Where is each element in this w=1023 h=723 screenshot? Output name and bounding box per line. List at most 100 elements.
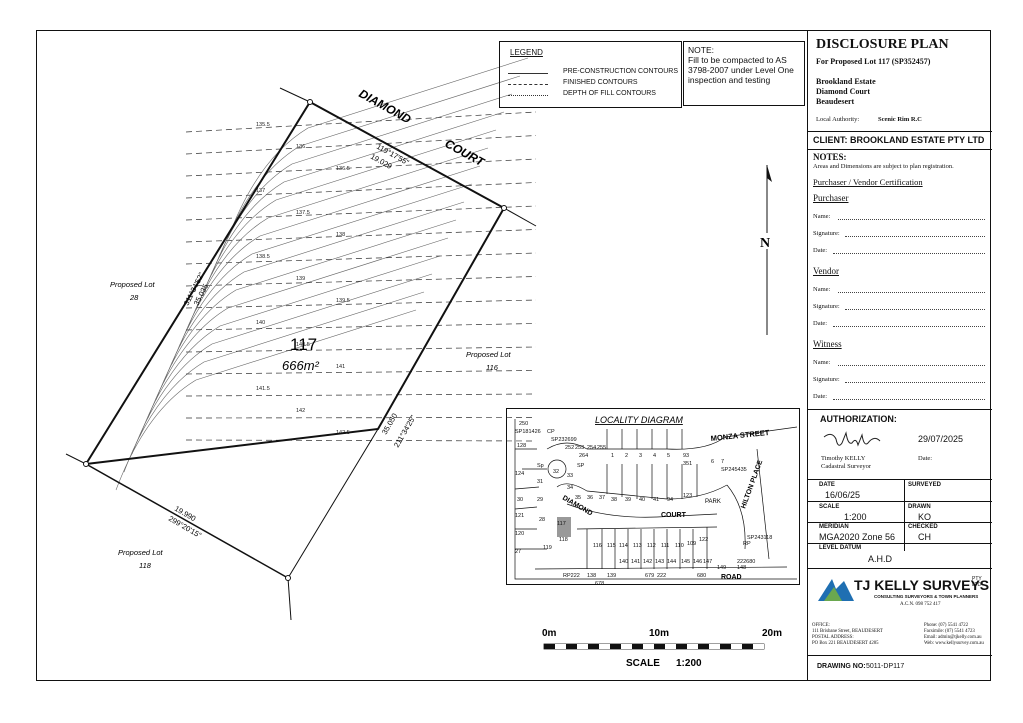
legend-row-pre: PRE-CONSTRUCTION CONTOURS: [508, 68, 678, 78]
locality-lot-label: 1: [611, 453, 614, 459]
locality-lot-label: 144: [667, 559, 676, 565]
locality-lot-label: 250: [519, 421, 528, 427]
date-cell-label: DATE: [819, 482, 835, 488]
locality-lot-label: 110: [675, 543, 684, 549]
scale-segment: [698, 644, 709, 649]
scale-label-0: 0m: [542, 628, 557, 639]
adjacent-lot-118-num: 118: [139, 561, 152, 570]
locality-lot-label: 141: [631, 559, 640, 565]
locality-lot-label: 4: [653, 453, 656, 459]
meridian-label: MERIDIAN: [819, 524, 849, 530]
adjacent-lot-28-label: Proposed Lot: [110, 280, 156, 289]
pre-construction-contour: [203, 111, 505, 293]
locality-lot-label: 30: [517, 497, 523, 503]
locality-lot-label: 143: [655, 559, 664, 565]
locality-lot-label: 115: [607, 543, 616, 549]
scale-segment: [720, 644, 731, 649]
finished-contour: [185, 393, 537, 397]
scale-segment: [588, 644, 599, 649]
contour-label: 136.5: [336, 166, 350, 172]
pre-construction-contour: [163, 201, 465, 383]
locality-lot-label: 7: [721, 459, 724, 465]
contour-label: 141: [336, 364, 345, 370]
contour-label: 142: [296, 408, 305, 414]
locality-lot-label: 255: [597, 445, 606, 451]
pre-construction-contour: [115, 309, 417, 491]
locality-lot-label: 111: [661, 543, 669, 549]
note-title: NOTE:: [688, 45, 714, 55]
locality-lot-label: 351: [683, 461, 692, 467]
note-text: Fill to be compacted to AS 3798-2007 und…: [688, 55, 794, 85]
pre-construction-contour: [147, 237, 449, 419]
scale-cell-label: SCALE: [819, 504, 840, 510]
locality-lot-label: 5: [667, 453, 670, 459]
locality-lot-label: 117: [557, 521, 566, 527]
scale-cell-value: 1:200: [844, 512, 867, 522]
scale-ratio: 1:200: [676, 658, 702, 669]
scale-label-10: 10m: [649, 628, 669, 639]
scale-segment: [742, 644, 753, 649]
locality-lot-label: 32: [553, 469, 559, 475]
company-acn: A.C.N. 098 752 417: [900, 602, 941, 607]
locality-lot-label: 222680: [737, 559, 755, 565]
contour-label: 139.5: [336, 298, 350, 304]
corner-peg: [285, 575, 291, 581]
contour-label: 137.5: [296, 210, 310, 216]
north-arrow-icon: [759, 165, 775, 335]
locality-lot-label: 124: [515, 471, 524, 477]
locality-lot-label: 121: [515, 513, 524, 519]
lot-118-boundary: [65, 453, 87, 465]
surveyor-title: Cadastral Surveyor: [821, 463, 872, 470]
surveyor-name: Timothy KELLY: [821, 455, 866, 462]
road-boundary-line-2: [503, 207, 537, 227]
locality-lot-label: 37: [599, 495, 605, 501]
north-label: N: [760, 236, 770, 251]
locality-lot-label: 39: [625, 497, 631, 503]
scale-segment: [632, 644, 643, 649]
notes-text: Areas and Dimensions are subject to plan…: [813, 163, 954, 170]
locality-lot-label: SP243118: [747, 535, 772, 541]
locality-lot-label: 222: [657, 573, 666, 579]
locality-lot-label: SP245435: [721, 467, 747, 473]
checked-value: CH: [918, 532, 931, 542]
pre-construction-contour: [211, 93, 513, 275]
address-line-3: Beaudesert: [816, 97, 855, 106]
lot-area: 666m²: [282, 358, 320, 373]
locality-lot-label: RP222: [563, 573, 580, 579]
pre-construction-contour: [131, 273, 433, 455]
vendor-signature-field: Signature:: [813, 303, 985, 310]
locality-lot-label: CP: [547, 429, 555, 435]
fill-contour-sample: [508, 95, 548, 96]
title-block: DISCLOSURE PLAN For Proposed Lot 117 (SP…: [807, 31, 992, 681]
adjacent-lot-116-label: Proposed Lot: [466, 350, 512, 359]
scale-segment: [676, 644, 687, 649]
pre-construction-contour: [155, 219, 457, 401]
corner-peg: [501, 205, 507, 211]
street-name-diamond: DIAMOND: [357, 86, 414, 126]
address-line-2: Diamond Court: [816, 87, 871, 96]
finished-contour: [185, 158, 537, 177]
locality-lot-label: 2: [625, 453, 628, 459]
purchaser-heading: Purchaser: [813, 193, 849, 203]
notes-title: NOTES:: [813, 152, 847, 162]
locality-lot-label: SP181426: [515, 429, 541, 435]
contour-lines: 135.5136136.5137137.5138138.5139139.5140…: [115, 57, 537, 491]
vendor-date-field: Date:: [813, 320, 985, 327]
locality-lot-label: 34: [567, 485, 573, 491]
locality-lot-label: 3: [639, 453, 642, 459]
locality-lot-label: 36: [587, 495, 593, 501]
witness-date-field: Date:: [813, 393, 985, 400]
street-name-court: COURT: [443, 136, 488, 170]
contour-label: 140.5: [296, 342, 310, 348]
finished-contour: [185, 182, 537, 199]
locality-lot-label: 118: [559, 537, 568, 543]
contact-details: Phone: (07) 5541 4722 Facsimile: (07) 55…: [924, 623, 984, 646]
checked-label: CHECKED: [908, 524, 938, 530]
purchaser-date-field: Date:: [813, 247, 985, 254]
authority-value: Scenic Rim R.C: [878, 116, 922, 123]
subject-lot-highlight: [557, 517, 571, 537]
locality-lot-label: 38: [611, 497, 617, 503]
locality-lot-label: 149: [717, 565, 726, 571]
legend-label: FINISHED CONTOURS: [563, 79, 638, 86]
legend-row-finished: FINISHED CONTOURS: [508, 79, 678, 89]
